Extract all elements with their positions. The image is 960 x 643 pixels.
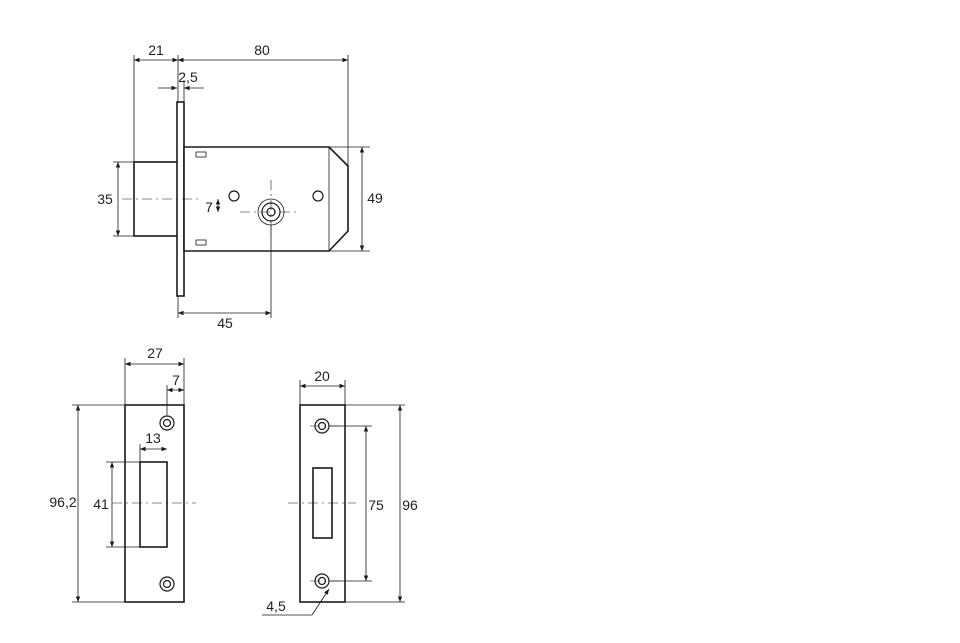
dim-label-35: 35 (97, 191, 113, 207)
strike-hole-bottom-outer (159, 576, 175, 592)
dim-label-80: 80 (254, 42, 270, 58)
slot-top (195, 151, 207, 158)
strike-hole-top-outer (159, 415, 175, 431)
dim-label-45: 45 (217, 315, 233, 331)
dim-label-41: 41 (93, 496, 109, 512)
leader-4-5-d (311, 588, 330, 616)
dim-label-20: 20 (314, 368, 330, 384)
dim-label-2-5: 2,5 (178, 69, 198, 85)
dim-label-7: 7 (205, 199, 213, 215)
dim-label-27: 27 (147, 345, 163, 361)
dim-label-7b: 7 (172, 372, 180, 388)
hole-right (312, 190, 324, 202)
dim-label-4-5: 4,5 (266, 598, 286, 614)
dim-label-21: 21 (148, 42, 164, 58)
strike-hole-bottom-inner (162, 579, 172, 589)
faceplate-view: 20 75 96 4,5 (262, 368, 418, 616)
strike-hole-top-inner (162, 418, 172, 428)
strike-plate-view: 27 7 13 96,2 41 (49, 345, 196, 603)
slot-bottom (195, 239, 207, 246)
dim-label-49: 49 (367, 190, 383, 206)
dim-label-75: 75 (368, 497, 384, 513)
side-view: 21 80 2,5 35 7 49 45 (97, 42, 383, 331)
strike-opening (139, 461, 168, 548)
dim-label-96-2: 96,2 (49, 494, 76, 510)
dim-label-13: 13 (145, 430, 161, 446)
hole-left (228, 190, 240, 202)
dim-label-96: 96 (402, 497, 418, 513)
